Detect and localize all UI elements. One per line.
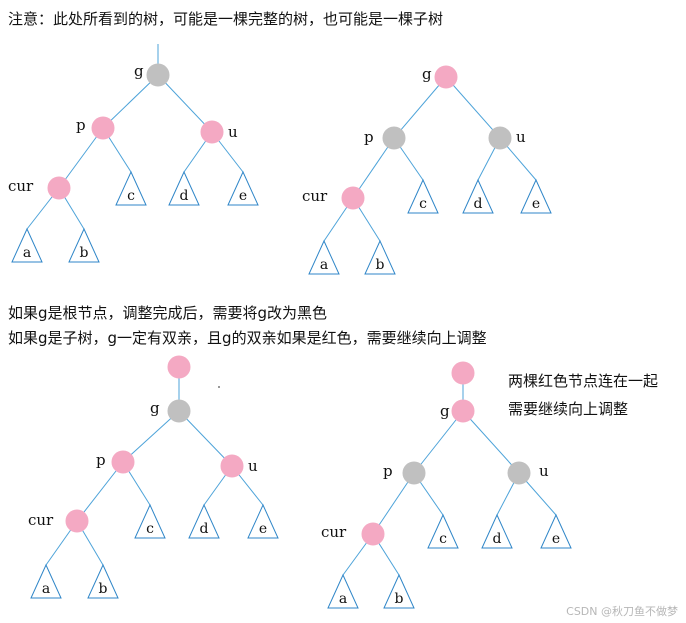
middle-note-line1: 如果g是根节点，调整完成后，需要将g改为黑色 <box>8 304 328 322</box>
top-left-node-cur <box>47 176 71 200</box>
right-note-line2: 需要继续向上调整 <box>508 400 629 418</box>
bottom-left-subtree-d-triangle <box>188 503 220 539</box>
bottom-right-label-cur: cur <box>321 523 347 541</box>
top-right-edge-g-p <box>393 76 447 139</box>
bottom-left-subtree-c-label: c <box>146 521 154 537</box>
bottom-left-label-cur: cur <box>28 511 54 529</box>
top-right-node-p <box>382 126 406 150</box>
bottom-left-edge-g-u <box>178 410 233 467</box>
top-left-subtree-c-triangle <box>115 170 147 206</box>
bottom-left-subtree-d-label: d <box>200 521 209 537</box>
bottom-left-node-parent <box>167 355 191 379</box>
top-left-edge-g-p <box>102 74 159 129</box>
bottom-left-subtree-e-triangle <box>247 503 279 539</box>
top-right-subtree-a-label: a <box>320 257 328 273</box>
top-left-edge-p-cur <box>58 127 104 189</box>
bottom-right-subtree-e-label: e <box>552 531 560 547</box>
bottom-right-node-u <box>507 461 531 485</box>
top-left-subtree-e-label: e <box>239 188 247 204</box>
bottom-right-edge-g-u <box>462 410 520 474</box>
top-right-edge-g-u <box>445 76 501 139</box>
bottom-left-edge-p-cur <box>76 461 124 522</box>
top-left-node-u <box>200 120 224 144</box>
bottom-right-subtree-b-label: b <box>395 591 404 607</box>
top-left-subtree-e-triangle <box>227 170 259 206</box>
top-right-node-cur <box>341 186 365 210</box>
bottom-right-subtree-c-label: c <box>439 531 447 547</box>
top-left-subtree-d-label: d <box>180 188 189 204</box>
top-right-subtree-c-triangle <box>407 178 439 214</box>
bottom-right-subtree-a-triangle <box>327 573 359 609</box>
top-right-label-u: u <box>516 128 526 146</box>
bottom-left-node-g <box>167 399 191 423</box>
top-right-subtree-b-triangle <box>364 239 396 275</box>
top-right-subtree-e-triangle <box>520 178 552 214</box>
bottom-right-node-parent <box>451 361 475 385</box>
top-right-subtree-a-triangle <box>308 239 340 275</box>
bottom-left-label-g: g <box>150 399 160 417</box>
top-note: 注意：此处所看到的树，可能是一棵完整的树，也可能是一棵子树 <box>8 10 444 28</box>
bottom-right-node-p <box>402 461 426 485</box>
top-left-subtree-b-triangle <box>68 227 100 263</box>
top-left-edge-g-u <box>157 74 213 133</box>
bottom-left-node-cur <box>65 509 89 533</box>
top-right-label-p: p <box>364 128 374 146</box>
watermark: CSDN @秋刀鱼不做梦 <box>566 605 678 618</box>
top-right-label-cur: cur <box>302 187 328 205</box>
top-right-subtree-e-label: e <box>532 196 540 212</box>
top-left-subtree-b-label: b <box>80 245 89 261</box>
bottom-left-label-u: u <box>248 457 258 475</box>
bottom-right-subtree-d-label: d <box>493 531 502 547</box>
bottom-right-subtree-a-label: a <box>339 591 347 607</box>
bottom-right-node-cur <box>361 522 385 546</box>
bottom-left-label-p: p <box>96 451 106 469</box>
top-left-node-p <box>91 116 115 140</box>
bottom-right-label-u: u <box>539 462 549 480</box>
top-left-subtree-a-triangle <box>11 227 43 263</box>
right-note-line1: 两棵红色节点连在一起 <box>508 372 659 390</box>
top-right-node-u <box>488 126 512 150</box>
bottom-left-node-u <box>220 454 244 478</box>
bottom-right-node-g <box>451 399 475 423</box>
bottom-right-subtree-e-triangle <box>540 513 572 549</box>
bottom-left-subtree-a-triangle <box>30 563 62 599</box>
top-left-subtree-a-label: a <box>23 245 31 261</box>
top-right-subtree-d-triangle <box>462 178 494 214</box>
top-left-label-cur: cur <box>8 177 34 195</box>
top-left-subtree-d-triangle <box>168 170 200 206</box>
bottom-left-subtree-b-triangle <box>87 563 119 599</box>
top-right-edge-p-cur <box>352 137 395 199</box>
bottom-right-label-p: p <box>383 462 393 480</box>
bottom-left-subtree-b-label: b <box>99 581 108 597</box>
bottom-right-edge-p-cur <box>372 472 415 535</box>
top-right-subtree-d-label: d <box>474 196 483 212</box>
top-left-node-g <box>146 63 170 87</box>
top-left-label-g: g <box>134 62 144 80</box>
bottom-left-subtree-a-label: a <box>42 581 50 597</box>
bottom-left-subtree-c-triangle <box>134 503 166 539</box>
top-right-subtree-c-label: c <box>419 196 427 212</box>
bottom-left-subtree-e-label: e <box>259 521 267 537</box>
bottom-right-subtree-d-triangle <box>481 513 513 549</box>
top-right-node-g <box>434 65 458 89</box>
bottom-right-label-g: g <box>440 402 450 420</box>
bottom-left-edge-g-p <box>122 410 180 463</box>
middle-note-line2: 如果g是子树，g一定有双亲，且g的双亲如果是红色，需要继续向上调整 <box>8 329 487 347</box>
top-left-label-u: u <box>228 123 238 141</box>
top-left-label-p: p <box>76 116 86 134</box>
top-right-label-g: g <box>422 65 432 83</box>
bottom-right-subtree-b-triangle <box>383 573 415 609</box>
bottom-right-subtree-c-triangle <box>427 513 459 549</box>
bottom-right-edge-g-p <box>413 410 464 474</box>
top-left-subtree-c-label: c <box>127 188 135 204</box>
bottom-left-node-p <box>111 450 135 474</box>
top-right-subtree-b-label: b <box>376 257 385 273</box>
